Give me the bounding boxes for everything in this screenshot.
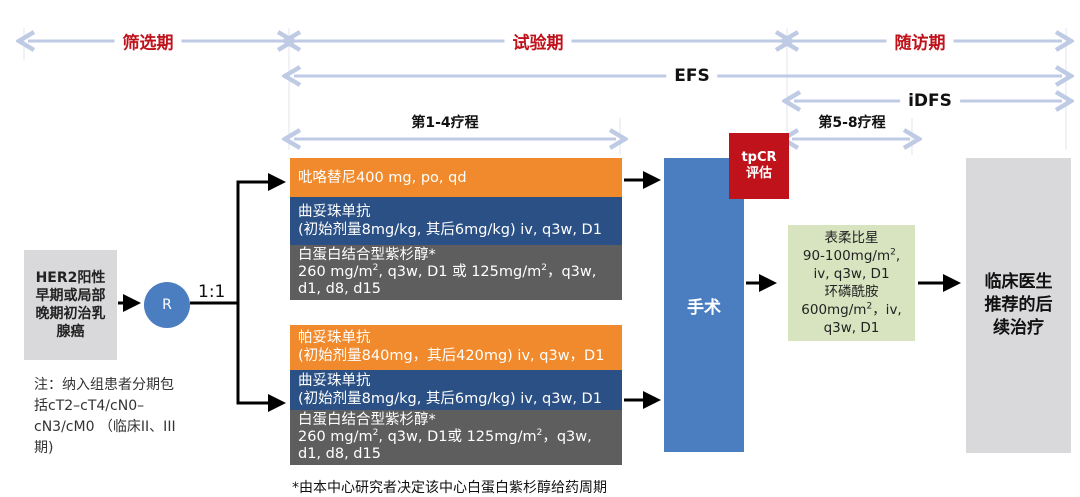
- phase-trial: 试验期: [504, 28, 572, 54]
- epirubicin-dose: 90-100mg/m2,: [802, 247, 901, 264]
- randomization-circle: R: [144, 282, 190, 328]
- drug-dose: (初始剂量840mg，其后420mg) iv, q3w，D1: [298, 348, 605, 364]
- tpcr-line2: 评估: [745, 166, 772, 181]
- footnote: *由本中心研究者决定该中心白蛋白紫杉醇给药周期: [292, 480, 607, 496]
- arm2-trastuzumab: 曲妥珠单抗 (初始剂量8mg/kg, 其后6mg/kg) iv, q3w, D1: [290, 370, 622, 410]
- idfs-label: iDFS: [900, 91, 960, 111]
- population-box: HER2阳性早期或局部晚期初治乳腺癌: [24, 250, 117, 360]
- drug-name: 曲妥珠单抗: [298, 204, 371, 220]
- cyclophosphamide-dose: 600mg/m2，iv,: [801, 301, 902, 318]
- drug-dose: 260 mg/m2, q3w, D1或 125mg/m2，q3w,: [298, 428, 592, 445]
- drug-name: 白蛋白结合型紫杉醇*: [298, 412, 436, 428]
- drug-dose-days: d1, d8, d15: [298, 281, 381, 297]
- phase-followup: 随访期: [886, 28, 954, 54]
- epirubicin-schedule: iv, q3w, D1: [813, 266, 890, 282]
- drug-name: 白蛋白结合型紫杉醇*: [298, 247, 436, 263]
- drug-dose: (初始剂量8mg/kg, 其后6mg/kg) iv, q3w, D1: [298, 391, 602, 407]
- randomization-ratio: 1:1: [198, 282, 226, 302]
- drug-dose: 260 mg/m2, q3w, D1 或 125mg/m2，q3w,: [298, 263, 597, 280]
- cycles-5-8-label: 第5-8疗程: [818, 115, 886, 131]
- arm1-pyrotinib: 吡咯替尼400 mg, po, qd: [290, 158, 622, 197]
- epirubicin: 表柔比星: [824, 230, 879, 246]
- cycles-1-4-label: 第1-4疗程: [411, 115, 479, 131]
- cyclophosphamide: 环磷酰胺: [824, 284, 879, 300]
- drug-dose-days: d1, d8, d15: [298, 446, 381, 462]
- arm2-pertuzumab: 帕妥珠单抗 (初始剂量840mg，其后420mg) iv, q3w，D1: [290, 325, 622, 370]
- arm1-trastuzumab: 曲妥珠单抗 (初始剂量8mg/kg, 其后6mg/kg) iv, q3w, D1: [290, 197, 622, 245]
- drug-name: 帕妥珠单抗: [298, 330, 371, 346]
- arm1-nab-paclitaxel: 白蛋白结合型紫杉醇*260 mg/m2, q3w, D1 或 125mg/m2，…: [290, 245, 622, 300]
- efs-label: EFS: [666, 66, 718, 86]
- adjuvant-box: 表柔比星 90-100mg/m2, iv, q3w, D1 环磷酰胺 600mg…: [788, 225, 915, 341]
- drug-name: 曲妥珠单抗: [298, 373, 371, 389]
- drug-dose: (初始剂量8mg/kg, 其后6mg/kg) iv, q3w, D1: [298, 222, 602, 238]
- cyclophosphamide-schedule: q3w, D1: [823, 320, 880, 336]
- population-note: 注：纳入组患者分期包括cT2–cT4/cN0–cN3/cM0 （临床II、III…: [34, 377, 176, 456]
- surgery-box: 手术: [664, 158, 744, 452]
- tpcr-line1: tpCR: [741, 150, 777, 165]
- arm2-nab-paclitaxel: 白蛋白结合型紫杉醇*260 mg/m2, q3w, D1或 125mg/m2，q…: [290, 410, 622, 465]
- subsequent-treatment-box: 临床医生推荐的后续治疗: [966, 158, 1071, 453]
- phase-screening: 筛选期: [114, 28, 182, 54]
